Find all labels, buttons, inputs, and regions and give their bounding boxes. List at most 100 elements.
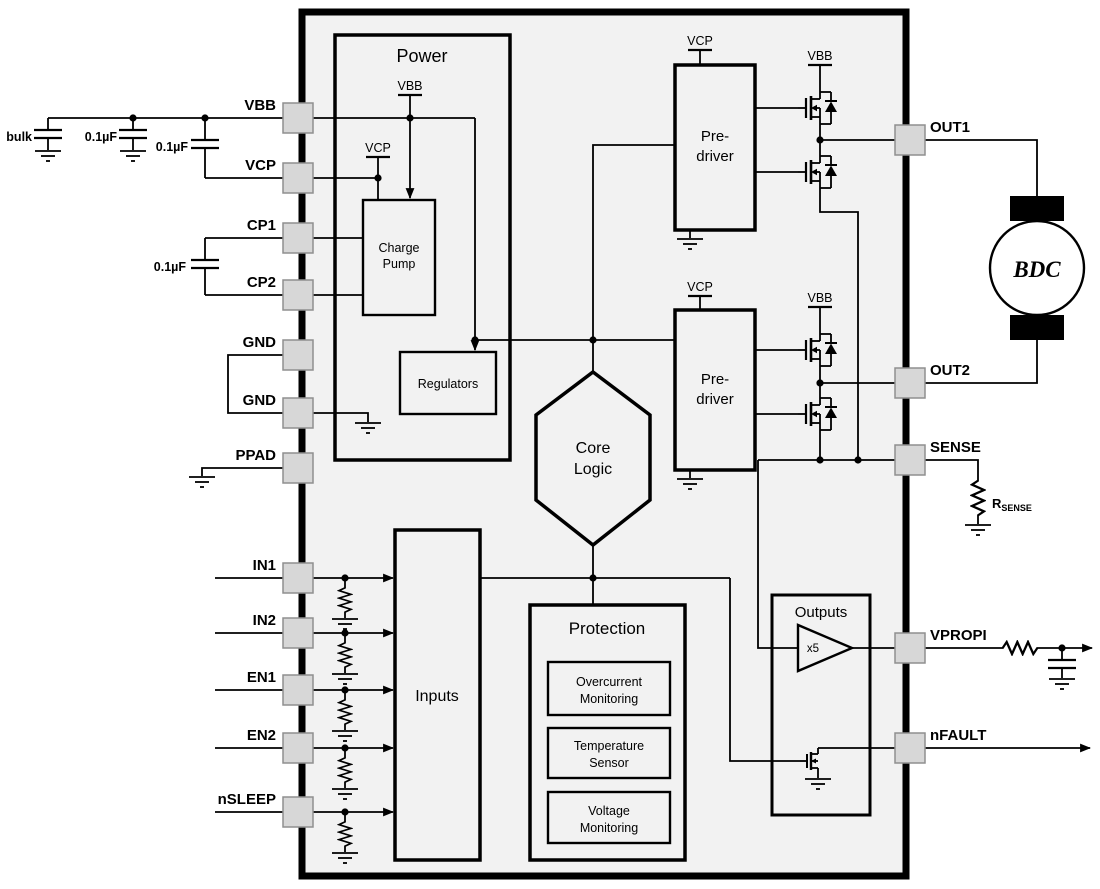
pin-gnd1-label: GND	[243, 334, 277, 351]
pin-sense: SENSE	[894, 439, 981, 476]
pin-out1: OUT1	[894, 119, 970, 156]
block-predriver-2: Pre- driver	[673, 308, 757, 472]
pin-gnd2: GND	[243, 392, 314, 429]
vpropi-filter-capacitor	[1048, 648, 1076, 678]
left-pins: VBB VCP CP1 CP2 GND GND PPAD IN1 IN2 EN1…	[218, 97, 314, 828]
charge-pump-capacitor	[191, 238, 219, 295]
pin-out2-label: OUT2	[930, 362, 970, 379]
block-regulators	[398, 350, 498, 416]
cp-cap-value-label: 0.1µF	[154, 260, 187, 274]
block-predriver-1: Pre- driver	[673, 63, 757, 232]
pin-in2-label: IN2	[253, 612, 276, 629]
net-vbb-power-label: VBB	[397, 79, 422, 93]
pin-in1-label: IN1	[253, 557, 276, 574]
pin-cp1-label: CP1	[247, 217, 276, 234]
predriver1-label-1: Pre-	[701, 128, 729, 145]
chip-body	[298, 8, 910, 880]
external-labels: bulk 0.1µF 0.1µF 0.1µF RSENSE	[6, 130, 1032, 513]
voltage-label-2: Monitoring	[580, 821, 638, 835]
ground-rsense	[964, 524, 992, 536]
pin-cp2-label: CP2	[247, 274, 276, 291]
wire-to-predriver1	[592, 144, 675, 340]
outputs-label: Outputs	[795, 604, 848, 621]
pin-cp2: CP2	[247, 274, 314, 311]
pin-gnd2-label: GND	[243, 392, 277, 409]
pin-vbb-label: VBB	[244, 97, 276, 114]
wire-gnd-tie	[227, 354, 283, 414]
bulk-capacitor	[34, 118, 62, 150]
bdc-motor: BDC	[988, 196, 1086, 340]
temperature-label-2: Sensor	[589, 756, 629, 770]
block-charge-pump	[361, 198, 437, 317]
vbb-bypass-capacitor	[119, 118, 147, 150]
pin-sense-label: SENSE	[930, 439, 981, 456]
net-vbb-bridge2-label: VBB	[807, 291, 832, 305]
overcurrent-label-2: Monitoring	[580, 692, 638, 706]
pin-nfault-label: nFAULT	[930, 727, 986, 744]
motor-body	[988, 219, 1086, 317]
pin-ppad: PPAD	[235, 447, 314, 484]
predriver2-label-1: Pre-	[701, 371, 729, 388]
motor-label: BDC	[1012, 257, 1061, 282]
pin-en2-label: EN2	[247, 727, 276, 744]
core-logic-label-1: Core	[576, 440, 611, 457]
net-labels: VBB VCP VCP VBB VCP VBB	[365, 34, 832, 305]
pin-vpropi: VPROPI	[894, 627, 987, 664]
net-vcp-predriver2-label: VCP	[687, 280, 713, 294]
core-logic-label-2: Logic	[574, 461, 612, 478]
regulators-label: Regulators	[418, 377, 478, 391]
pin-in1: IN1	[253, 557, 314, 594]
pin-out2: OUT2	[894, 362, 970, 399]
pin-en1: EN1	[247, 669, 314, 706]
wire-ppad	[201, 467, 283, 476]
pin-in2: IN2	[253, 612, 314, 649]
wire-sense-to-amp	[757, 460, 798, 649]
pin-vcp: VCP	[245, 157, 314, 194]
rsense-label: RSENSE	[992, 496, 1032, 513]
wires	[48, 48, 1094, 852]
pin-ppad-label: PPAD	[235, 447, 276, 464]
pin-gnd1: GND	[243, 334, 314, 371]
net-vcp-predriver1-label: VCP	[687, 34, 713, 48]
junction-dots	[129, 114, 1066, 816]
vpropi-filter-resistor	[1000, 640, 1040, 656]
predriver1-label-2: driver	[696, 148, 734, 165]
wire-fault-gate-feed	[729, 578, 800, 762]
amp-gain-label: x5	[807, 643, 819, 655]
vcp-cap-value-label: 0.1µF	[156, 140, 189, 154]
predriver2-label-2: driver	[696, 391, 734, 408]
motor-terminal-top	[1010, 196, 1064, 221]
rsense-resistor	[970, 478, 986, 518]
overcurrent-label-1: Overcurrent	[576, 675, 643, 689]
wire-bridge1-source	[819, 192, 859, 460]
capacitors	[34, 118, 1076, 678]
pin-nsleep-label: nSLEEP	[218, 791, 276, 808]
wire-out1-external	[925, 139, 1038, 196]
ground-vbb-cap	[119, 150, 147, 162]
temperature-label-1: Temperature	[574, 739, 644, 753]
ground-ppad	[188, 476, 216, 488]
pin-nsleep: nSLEEP	[218, 791, 314, 828]
block-temperature-sensor	[546, 726, 672, 780]
pin-vbb: VBB	[244, 97, 314, 134]
pin-en1-label: EN1	[247, 669, 276, 686]
protection-label: Protection	[569, 619, 646, 638]
charge-pump-label-1: Charge	[379, 241, 420, 255]
ground-vpropi-cap	[1048, 678, 1076, 690]
net-vcp-power-label: VCP	[365, 141, 391, 155]
right-pins: OUT1 OUT2 SENSE VPROPI nFAULT	[894, 119, 987, 764]
pin-out1-label: OUT1	[930, 119, 970, 136]
charge-pump-label-2: Pump	[383, 257, 416, 271]
block-protection: Protection Overcurrent Monitoring Temper…	[528, 603, 687, 862]
wire-gnd2-internal	[313, 412, 369, 422]
net-vbb-bridge1-label: VBB	[807, 49, 832, 63]
pin-nfault: nFAULT	[894, 727, 986, 764]
pin-vcp-label: VCP	[245, 157, 276, 174]
bulk-cap-label: bulk	[6, 130, 32, 144]
motor-terminal-bottom	[1010, 315, 1064, 340]
inputs-label: Inputs	[415, 688, 459, 705]
block-inputs: Inputs	[393, 528, 482, 862]
block-voltage-monitoring	[546, 790, 672, 845]
pin-en2: EN2	[247, 727, 314, 764]
